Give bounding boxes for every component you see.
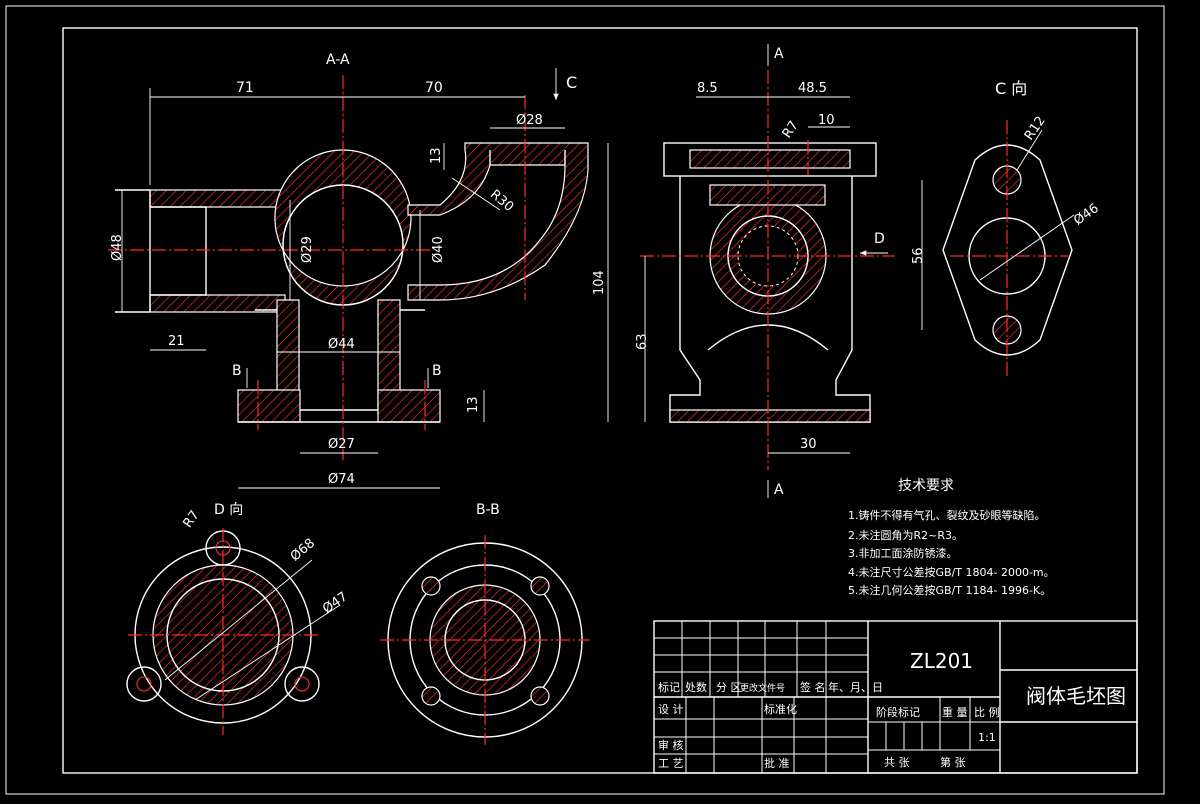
sheets-total: 共 张 xyxy=(884,756,910,769)
dim-o68: Ø68 xyxy=(288,536,318,565)
dim-r7-side: R7 xyxy=(780,118,802,141)
marker-d: D xyxy=(874,231,885,247)
side-view: A 8.5 48.5 10 R7 63 30 D A xyxy=(635,44,895,498)
view-c-title: C 向 xyxy=(995,79,1027,98)
view-d: D 向 R7 Ø68 Ø47 xyxy=(126,502,351,735)
dim-21: 21 xyxy=(168,334,185,349)
view-d-title: D 向 xyxy=(214,502,243,518)
dim-30: 30 xyxy=(800,437,817,452)
dim-o74: Ø74 xyxy=(328,472,355,487)
tech-req-title: 技术要求 xyxy=(898,478,954,494)
dim-56: 56 xyxy=(911,247,926,264)
stage-mark-label: 阶段标记 xyxy=(876,705,920,719)
material: ZL201 xyxy=(910,649,973,673)
weight-label: 重 量 xyxy=(942,705,968,719)
scale-value: 1:1 xyxy=(978,731,996,744)
tech-req-item: 3.非加工面涂防锈漆。 xyxy=(848,546,958,560)
tech-req-item: 1.铸件不得有气孔、裂纹及砂眼等缺陷。 xyxy=(848,508,1046,522)
process-label: 工 艺 xyxy=(658,757,684,770)
approve-label: 批 准 xyxy=(764,756,790,770)
dim-o48: Ø48 xyxy=(110,234,125,261)
marker-b-left: B xyxy=(232,363,242,379)
dim-8-5: 8.5 xyxy=(697,81,718,96)
dim-71: 71 xyxy=(236,80,254,96)
dim-13-top: 13 xyxy=(429,147,444,164)
dim-63: 63 xyxy=(635,333,650,350)
dim-r30: R30 xyxy=(487,187,516,215)
dim-104: 104 xyxy=(592,270,607,295)
tech-req-item: 5.未注几何公差按GB/T 1184- 1996-K。 xyxy=(848,583,1051,597)
design-label: 设 计 xyxy=(658,703,684,716)
marker-c: C xyxy=(566,73,577,92)
rev-header: 签 名 xyxy=(800,680,826,694)
outer-border xyxy=(5,5,1165,795)
review-label: 审 核 xyxy=(658,738,684,752)
dim-o27: Ø27 xyxy=(328,437,355,452)
dim-48-5: 48.5 xyxy=(798,81,827,96)
dim-o46: Ø46 xyxy=(1071,201,1102,229)
marker-a-bottom: A xyxy=(774,482,784,498)
dim-o28: Ø28 xyxy=(516,113,543,128)
section-bb-title: B-B xyxy=(476,502,500,518)
tech-req-item: 2.未注圆角为R2~R3。 xyxy=(848,528,963,542)
sheet-number: 第 张 xyxy=(940,755,966,769)
dim-o47: Ø47 xyxy=(320,589,351,617)
section-bb-view: B-B xyxy=(380,502,590,745)
dim-o40: Ø40 xyxy=(431,236,446,263)
scale-label: 比 例 xyxy=(974,705,1000,719)
rev-header: 年、月、日 xyxy=(828,680,883,694)
tech-req-item: 4.未注尺寸公差按GB/T 1804- 2000-m。 xyxy=(848,565,1055,579)
rev-header: 更改文件号 xyxy=(740,682,785,694)
dim-13-bottom: 13 xyxy=(466,396,481,413)
view-c: C 向 56 R12 Ø46 xyxy=(911,79,1102,378)
dim-70: 70 xyxy=(425,80,443,96)
drawing-name: 阀体毛坯图 xyxy=(1026,684,1126,708)
standardization-label: 标准化 xyxy=(764,702,797,716)
dim-o44: Ø44 xyxy=(328,337,355,352)
section-aa-view: A-A 71 70 Ø28 xyxy=(108,52,609,489)
rev-header: 分 区 xyxy=(716,681,742,694)
marker-b-right: B xyxy=(432,363,442,379)
dim-o29: Ø29 xyxy=(300,236,315,263)
dim-r7-d: R7 xyxy=(181,508,203,531)
technical-requirements: 技术要求 1.铸件不得有气孔、裂纹及砂眼等缺陷。 2.未注圆角为R2~R3。 3… xyxy=(848,478,1055,597)
inner-border xyxy=(62,27,1138,774)
marker-a-top: A xyxy=(774,46,784,62)
section-aa-title: A-A xyxy=(326,52,350,68)
dim-10: 10 xyxy=(818,113,835,128)
title-block: 标记 处数 分 区 更改文件号 签 名 年、月、日 设 计 标准化 审 核 工 … xyxy=(653,620,1138,774)
dim-r12: R12 xyxy=(1022,114,1049,144)
rev-header: 标记 xyxy=(658,680,680,694)
rev-header: 处数 xyxy=(685,681,707,694)
